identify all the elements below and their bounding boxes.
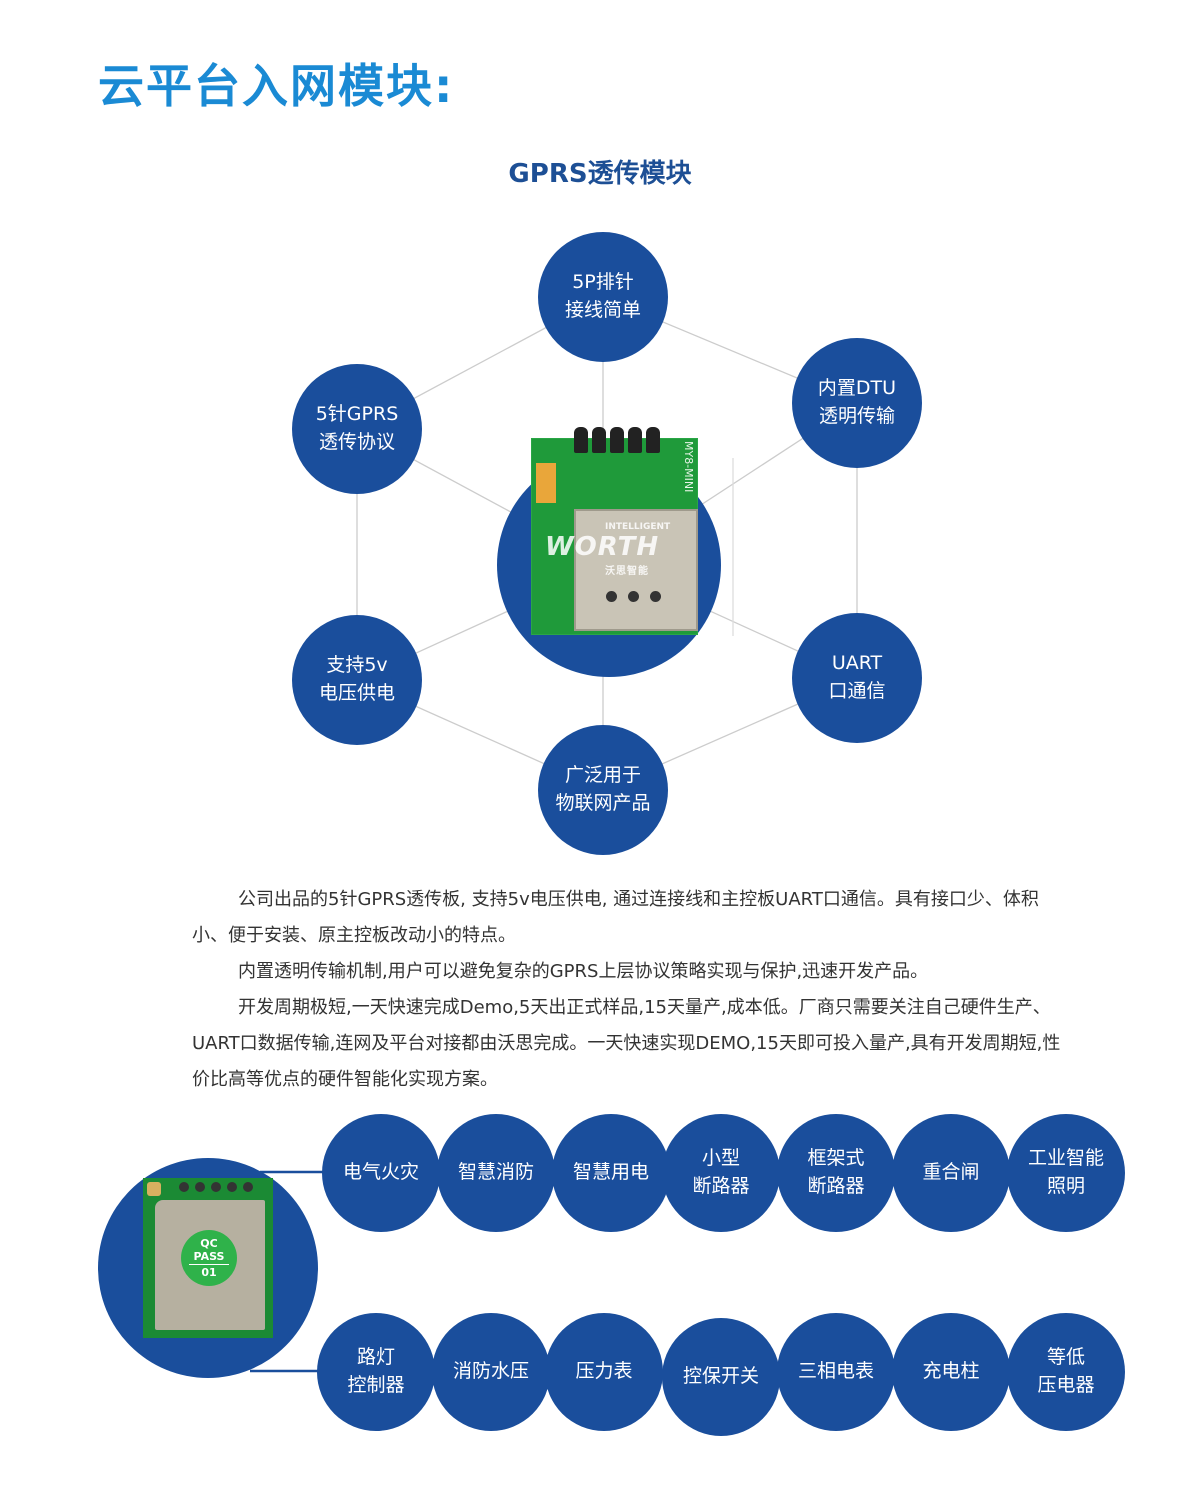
- feature-circle-dtu: 内置DTU 透明传输: [792, 338, 922, 468]
- app-label: 电气火灾: [342, 1161, 419, 1184]
- pin-hole-icon: [211, 1182, 221, 1192]
- feature-circle-gprs-protocol: 5针GPRS 透传协议: [292, 364, 422, 494]
- sim-contact-icon: [606, 591, 617, 602]
- header-pin-icon: [628, 427, 642, 453]
- app-label: 压力表: [575, 1360, 633, 1383]
- logo-tagline: INTELLIGENT: [605, 522, 671, 532]
- feature-line1: 内置DTU: [817, 377, 897, 400]
- description-paragraph: 内置透明传输机制,用户可以避免复杂的GPRS上层协议策略实现与保护,迅速开发产品…: [238, 961, 929, 982]
- feature-line2: 透明传输: [818, 405, 895, 427]
- app-recloser: 重合闸: [892, 1114, 1010, 1232]
- logo-wordmark: WORTH: [545, 532, 660, 562]
- app-label: 三相电表: [797, 1360, 874, 1383]
- sim-slot-icon: [574, 509, 698, 631]
- app-label: 小型: [701, 1147, 740, 1170]
- app-label: 消防水压: [452, 1360, 529, 1383]
- app-label: 等低: [1046, 1346, 1085, 1369]
- feature-line1: 支持5v: [326, 654, 388, 677]
- app-low-voltage-appliance: 等低 压电器: [1007, 1313, 1125, 1431]
- antenna-connector-icon: [147, 1182, 161, 1196]
- gprs-module-image: QC PASS 01: [143, 1178, 273, 1338]
- sim-contact-icon: [628, 591, 639, 602]
- feature-circle-iot: 广泛用于 物联网产品: [538, 725, 668, 855]
- pin-hole-icon: [179, 1182, 189, 1192]
- feature-line2: 接线简单: [564, 299, 641, 321]
- qc-text: PASS: [193, 1249, 225, 1263]
- header-pin-icon: [574, 427, 588, 453]
- description: 公司出品的5针GPRS透传板, 支持5v电压供电, 通过连接线和主控板UART口…: [192, 882, 1072, 1098]
- app-label: 控保开关: [682, 1365, 759, 1388]
- app-charging-pile: 充电柱: [892, 1313, 1010, 1431]
- description-paragraph: 公司出品的5针GPRS透传板, 支持5v电压供电, 通过连接线和主控板UART口…: [192, 889, 1039, 946]
- description-paragraph: 开发周期极短,一天快速完成Demo,5天出正式样品,15天量产,成本低。厂商只需…: [192, 997, 1061, 1090]
- feature-line2: 电压供电: [318, 682, 395, 704]
- qc-text: QC: [200, 1236, 218, 1250]
- qc-pass-sticker: QC PASS 01: [181, 1230, 237, 1286]
- app-smart-electricity: 智慧用电: [552, 1114, 670, 1232]
- app-streetlight-controller: 路灯 控制器: [317, 1313, 435, 1431]
- app-smart-fire: 智慧消防: [437, 1114, 555, 1232]
- app-label: 重合闸: [922, 1161, 980, 1184]
- page-title: 云平台入网模块:: [98, 59, 455, 113]
- app-label: 充电柱: [922, 1360, 980, 1383]
- app-fire-water-pressure: 消防水压: [432, 1313, 550, 1431]
- feature-line1: UART: [831, 652, 883, 675]
- pin-hole-icon: [243, 1182, 253, 1192]
- feature-line1: 广泛用于: [564, 764, 641, 787]
- board-label: MY8-MINI: [682, 441, 695, 493]
- logo-chinese: 沃思智能: [605, 566, 649, 577]
- app-pressure-gauge: 压力表: [545, 1313, 663, 1431]
- header-pin-icon: [646, 427, 660, 453]
- capacitor-icon: [536, 463, 556, 503]
- app-electrical-fire: 电气火灾: [322, 1114, 440, 1232]
- gprs-board-image: MY8-MINI: [531, 427, 698, 635]
- feature-circle-5v: 支持5v 电压供电: [292, 615, 422, 745]
- feature-circle-uart: UART 口通信: [792, 613, 922, 743]
- app-label: 路灯: [356, 1346, 395, 1369]
- app-three-phase-meter: 三相电表: [777, 1313, 895, 1431]
- app-label: 智慧用电: [572, 1161, 649, 1184]
- sim-contact-icon: [650, 591, 661, 602]
- feature-circle-5p-header: 5P排针 接线简单: [538, 232, 668, 362]
- app-label: 框架式: [807, 1147, 865, 1170]
- feature-line2: 透传协议: [318, 431, 395, 453]
- app-label: 断路器: [692, 1175, 750, 1197]
- app-label: 控制器: [347, 1374, 405, 1396]
- pin-hole-icon: [195, 1182, 205, 1192]
- app-protection-switch: 控保开关: [662, 1318, 780, 1436]
- feature-line1: 5针GPRS: [315, 403, 399, 426]
- app-label: 工业智能: [1027, 1147, 1104, 1170]
- feature-line2: 口通信: [828, 680, 886, 702]
- app-industrial-lighting: 工业智能 照明: [1007, 1114, 1125, 1232]
- section-subtitle: GPRS透传模块: [508, 159, 692, 189]
- qc-text: 01: [201, 1266, 217, 1280]
- pin-hole-icon: [227, 1182, 237, 1192]
- app-label: 照明: [1046, 1175, 1085, 1197]
- worth-logo: INTELLIGENT WORTH 沃思智能: [545, 522, 695, 577]
- app-mini-breaker: 小型 断路器: [662, 1114, 780, 1232]
- feature-line2: 物联网产品: [555, 792, 651, 814]
- app-label: 智慧消防: [457, 1161, 534, 1184]
- app-label: 断路器: [807, 1175, 865, 1197]
- app-frame-breaker: 框架式 断路器: [777, 1114, 895, 1232]
- header-pin-icon: [610, 427, 624, 453]
- header-pin-icon: [592, 427, 606, 453]
- app-label: 压电器: [1037, 1374, 1095, 1396]
- feature-line1: 5P排针: [572, 271, 634, 294]
